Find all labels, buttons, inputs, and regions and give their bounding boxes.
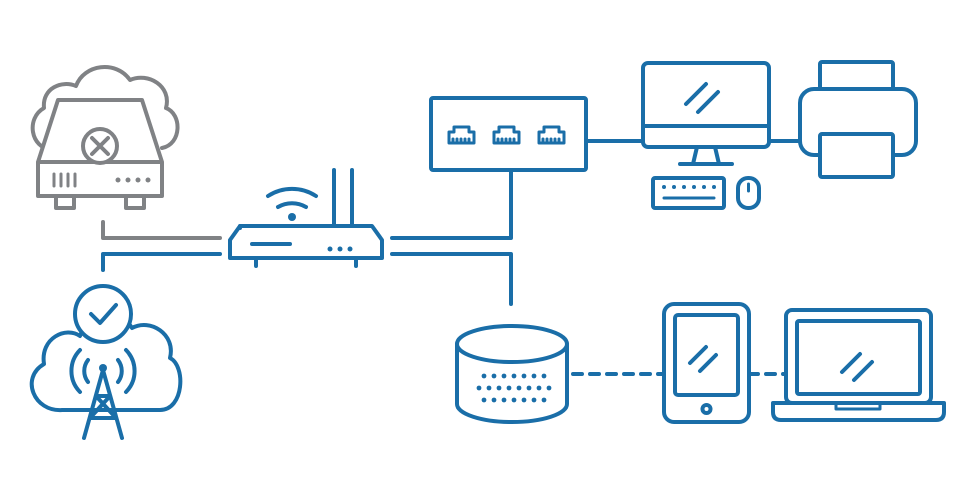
grille-dot bbox=[516, 385, 522, 391]
grille-dot bbox=[501, 397, 507, 403]
grille-dot bbox=[511, 373, 517, 379]
speaker-grille bbox=[476, 373, 552, 403]
tablet-icon bbox=[662, 302, 751, 424]
grille-dot bbox=[526, 385, 532, 391]
ethernet-port-icon bbox=[537, 125, 566, 145]
grille-dot bbox=[521, 373, 527, 379]
grille-dot bbox=[541, 373, 547, 379]
link-tower-to-router bbox=[101, 252, 222, 272]
desktop-monitor-icon bbox=[641, 61, 771, 166]
link-router-to-switch bbox=[390, 168, 513, 240]
grille-dot bbox=[481, 373, 487, 379]
grille-dot bbox=[541, 397, 547, 403]
switch-icon bbox=[429, 96, 588, 172]
grille-dot bbox=[476, 385, 482, 391]
grille-dot bbox=[491, 397, 497, 403]
router-icon bbox=[228, 168, 384, 268]
grille-dot bbox=[496, 385, 502, 391]
keyboard-icon bbox=[651, 176, 726, 210]
grille-dot bbox=[511, 397, 517, 403]
printer-icon bbox=[798, 60, 918, 179]
grille-dot bbox=[521, 397, 527, 403]
link-router-to-speaker bbox=[390, 252, 513, 306]
grille-dot bbox=[531, 397, 537, 403]
grille-dot bbox=[501, 373, 507, 379]
smart-speaker-icon bbox=[455, 324, 569, 424]
cloud-server-error-icon bbox=[30, 65, 180, 210]
ethernet-port-icon bbox=[492, 125, 521, 145]
grille-dot bbox=[486, 385, 492, 391]
grille-dot bbox=[536, 385, 542, 391]
cloud-tower-check-icon bbox=[29, 284, 183, 440]
link-offline-server-to-router bbox=[101, 220, 222, 240]
grille-dot bbox=[531, 373, 537, 379]
grille-dot bbox=[481, 397, 487, 403]
grille-dot bbox=[546, 385, 552, 391]
mouse-icon bbox=[736, 176, 761, 210]
grille-dot bbox=[506, 385, 512, 391]
connections bbox=[101, 139, 802, 376]
laptop-icon bbox=[771, 308, 946, 422]
grille-dot bbox=[491, 373, 497, 379]
ethernet-port-icon bbox=[447, 125, 476, 145]
